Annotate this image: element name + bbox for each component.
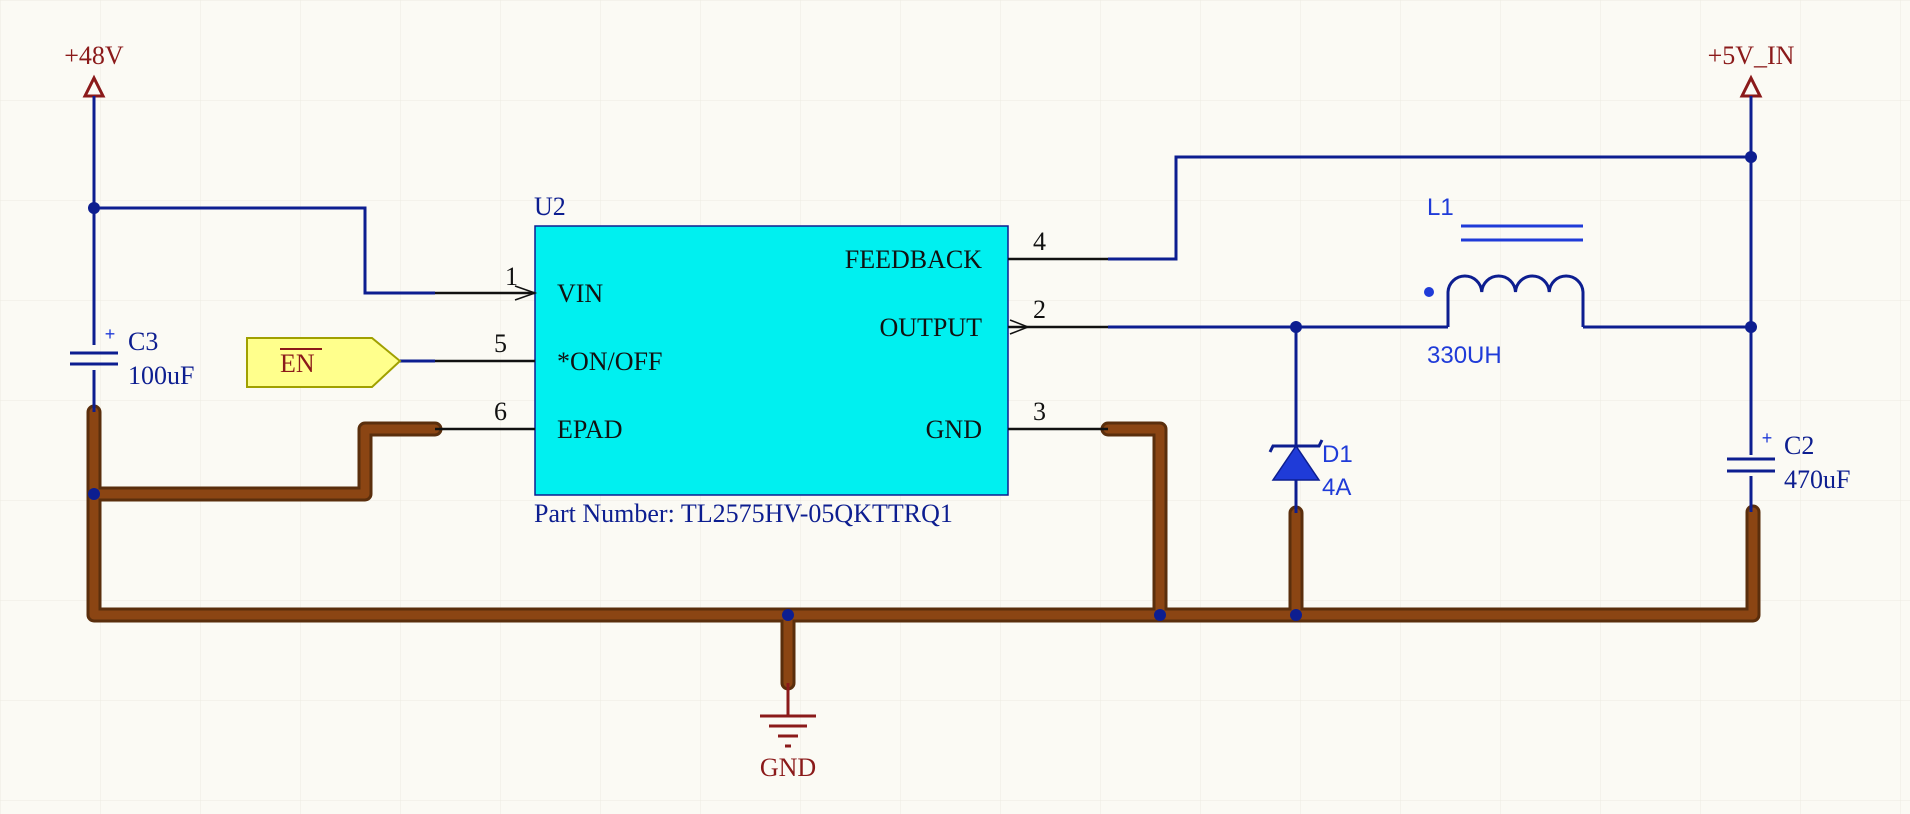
ic-u2[interactable]: U2 1 5 6 4 2 3 VIN *ON/OFF EPAD FEEDBACK… xyxy=(435,192,1108,528)
port-en[interactable]: EN xyxy=(246,337,402,388)
junctions xyxy=(88,151,1757,621)
ic-part-number: Part Number: TL2575HV-05QKTTRQ1 xyxy=(534,499,953,528)
ground-port[interactable]: GND xyxy=(760,683,816,782)
diode-d1[interactable]: D1 4A xyxy=(1268,439,1353,501)
pin-name-vin: VIN xyxy=(557,279,603,308)
signal-wires[interactable] xyxy=(92,105,1753,513)
pin-name-onoff: *ON/OFF xyxy=(557,347,662,376)
ground-bus[interactable] xyxy=(86,404,1761,691)
c2-designator: C2 xyxy=(1784,431,1814,460)
pin-number: 4 xyxy=(1033,227,1046,256)
d1-value: 4A xyxy=(1322,474,1351,501)
pin-name-output: OUTPUT xyxy=(879,313,982,342)
c2-value: 470uF xyxy=(1784,465,1850,494)
inductor-dot-icon xyxy=(1424,287,1434,297)
c3-designator: C3 xyxy=(128,327,158,356)
diode-icon xyxy=(1271,444,1321,481)
pin-number: 5 xyxy=(494,329,507,358)
capacitor-c3[interactable]: + C3 100uF xyxy=(70,324,194,390)
port-en-label: EN xyxy=(280,349,315,378)
pin-number: 1 xyxy=(505,262,518,291)
ic-pin-lines-right xyxy=(1008,257,1108,431)
power-port-48v[interactable]: +48V xyxy=(64,41,124,105)
inductor-l1[interactable]: L1 330UH xyxy=(1424,194,1585,369)
power-port-5v[interactable]: +5V_IN xyxy=(1708,41,1795,105)
power-label-48v: +48V xyxy=(64,41,124,70)
c3-value: 100uF xyxy=(128,361,194,390)
wire-feedback xyxy=(1108,155,1751,261)
ic-body xyxy=(534,225,1009,496)
diode-zener-bar xyxy=(1268,439,1324,453)
pin-name-epad: EPAD xyxy=(557,415,623,444)
capacitor-c2[interactable]: + C2 470uF xyxy=(1727,428,1850,494)
junction-dot xyxy=(88,488,100,500)
junction-dot xyxy=(88,202,100,214)
inductor-coil-icon xyxy=(1446,274,1585,327)
input-pin-arrow-icon xyxy=(514,285,538,301)
junction-dot xyxy=(1290,321,1302,333)
junction-dot xyxy=(782,609,794,621)
l1-designator: L1 xyxy=(1427,194,1454,221)
junction-dot xyxy=(1290,609,1302,621)
inductor-core-icon xyxy=(1461,224,1583,242)
ic-pin-lines-left xyxy=(435,291,535,431)
power-label-5v: +5V_IN xyxy=(1708,41,1795,70)
pin-name-gnd: GND xyxy=(926,415,982,444)
pin-name-feedback: FEEDBACK xyxy=(845,245,982,274)
pin-number: 3 xyxy=(1033,397,1046,426)
c2-polarity: + xyxy=(1762,428,1773,448)
pin-number: 2 xyxy=(1033,295,1046,324)
junction-dot xyxy=(1745,151,1757,163)
junction-dot xyxy=(1745,321,1757,333)
pin-number: 6 xyxy=(494,397,507,426)
wire-vin xyxy=(94,206,435,295)
port-shape xyxy=(246,337,402,388)
output-pin-arrow-icon xyxy=(1009,319,1031,335)
ground-label: GND xyxy=(760,753,816,782)
c3-polarity: + xyxy=(105,324,116,344)
d1-designator: D1 xyxy=(1322,441,1353,468)
l1-value: 330UH xyxy=(1427,342,1502,369)
ic-designator: U2 xyxy=(534,192,566,221)
ground-icon xyxy=(760,683,816,748)
junction-dot xyxy=(1154,609,1166,621)
capacitor-icon xyxy=(1727,457,1775,473)
capacitor-icon xyxy=(70,351,118,366)
